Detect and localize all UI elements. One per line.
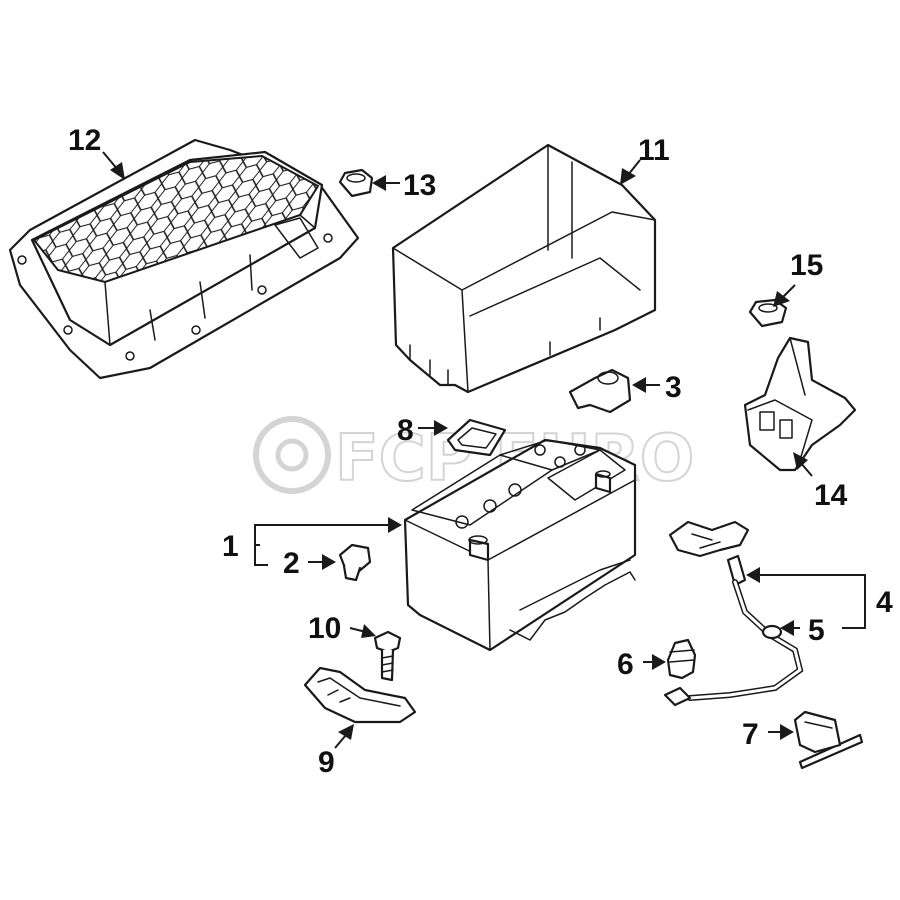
part-13-nut [338, 168, 374, 198]
callout-11: 11 [638, 134, 670, 167]
part-10-bolt [373, 630, 402, 682]
leader-lines [102, 151, 866, 749]
part-7-clip [793, 710, 864, 770]
callout-6: 6 [617, 648, 634, 681]
part-8-pad [446, 418, 507, 457]
part-12-battery-tray [8, 138, 360, 380]
part-4-cable [663, 520, 804, 707]
part-6-cap [666, 638, 697, 680]
callout-labels: 12 13 11 15 3 14 8 1 2 10 9 4 5 6 7 [68, 124, 893, 779]
callout-3: 3 [665, 371, 682, 404]
part-1-battery [403, 438, 637, 652]
part-2-plug [338, 543, 372, 582]
callout-2: 2 [283, 547, 300, 580]
part-3-terminal-clamp [568, 368, 632, 414]
callout-1: 1 [222, 530, 239, 563]
part-14-fuse-box [743, 336, 857, 472]
callout-10: 10 [308, 612, 341, 645]
callout-13: 13 [403, 169, 436, 202]
callout-5: 5 [808, 614, 825, 647]
part-15-nut [748, 298, 788, 328]
callout-7: 7 [742, 718, 759, 751]
callout-12: 12 [68, 124, 101, 157]
callout-15: 15 [790, 249, 823, 282]
part-9-bracket [303, 666, 417, 724]
callout-9: 9 [318, 746, 335, 779]
callout-14: 14 [814, 479, 848, 512]
part-11-battery-cover [391, 143, 657, 394]
callout-8: 8 [397, 414, 414, 447]
callout-4: 4 [876, 586, 893, 619]
